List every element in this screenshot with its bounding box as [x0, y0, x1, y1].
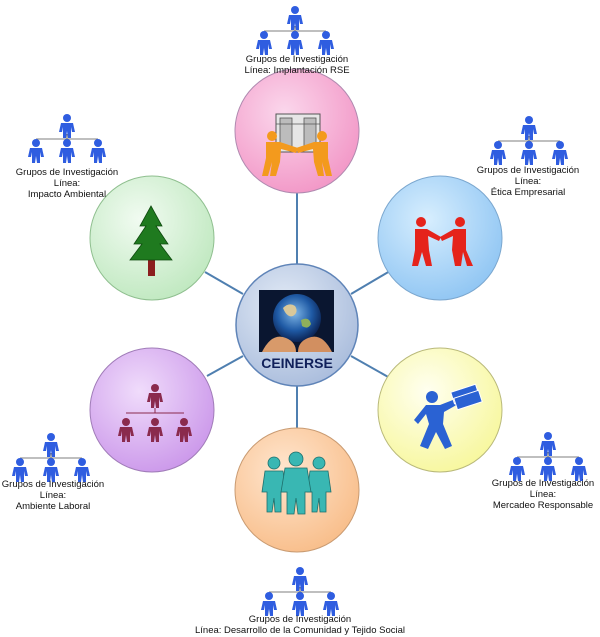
node-mercadeo[interactable]: [377, 347, 503, 473]
connector-laboral: [206, 355, 244, 377]
person-icon: [552, 141, 568, 165]
person-icon: [292, 592, 308, 616]
person-carrying-money-icon: [414, 383, 483, 449]
person-icon: [256, 31, 272, 55]
person-icon: [287, 31, 303, 55]
org-chart-people-icon: [118, 384, 192, 442]
node-laboral[interactable]: [89, 347, 215, 473]
group-of-people-icon: [261, 451, 332, 515]
person-icon: [521, 141, 537, 165]
node-ambiental[interactable]: [89, 175, 215, 301]
person-icon: [318, 31, 334, 55]
person-icon: [28, 139, 44, 163]
earth-in-hands-image: [259, 290, 334, 352]
person-icon: [90, 139, 106, 163]
handshake-building-icon: [262, 113, 332, 176]
node-etica[interactable]: [377, 175, 503, 301]
org-charts: [12, 6, 587, 616]
person-icon: [323, 592, 339, 616]
org-chart-etica: [490, 116, 568, 165]
person-icon: [490, 141, 506, 165]
node-implantacion[interactable]: [234, 68, 360, 194]
org-chart-comunidad: [261, 567, 339, 616]
person-icon: [261, 592, 277, 616]
connector-etica: [350, 270, 391, 295]
org-chart-ambiental: [28, 114, 106, 163]
connector-ambiental: [204, 271, 244, 295]
center-node[interactable]: [235, 263, 359, 387]
connectors: [204, 180, 391, 432]
connector-mercadeo: [350, 355, 391, 379]
org-chart-mercadeo: [509, 432, 587, 481]
node-comunidad[interactable]: [234, 427, 360, 553]
center-title: CEINERSE: [261, 355, 333, 371]
person-icon: [59, 139, 75, 163]
handshake-people-icon: [412, 217, 473, 266]
org-chart-laboral: [12, 433, 90, 482]
pine-tree-icon: [129, 205, 173, 276]
org-chart-implantacion: [256, 6, 334, 55]
